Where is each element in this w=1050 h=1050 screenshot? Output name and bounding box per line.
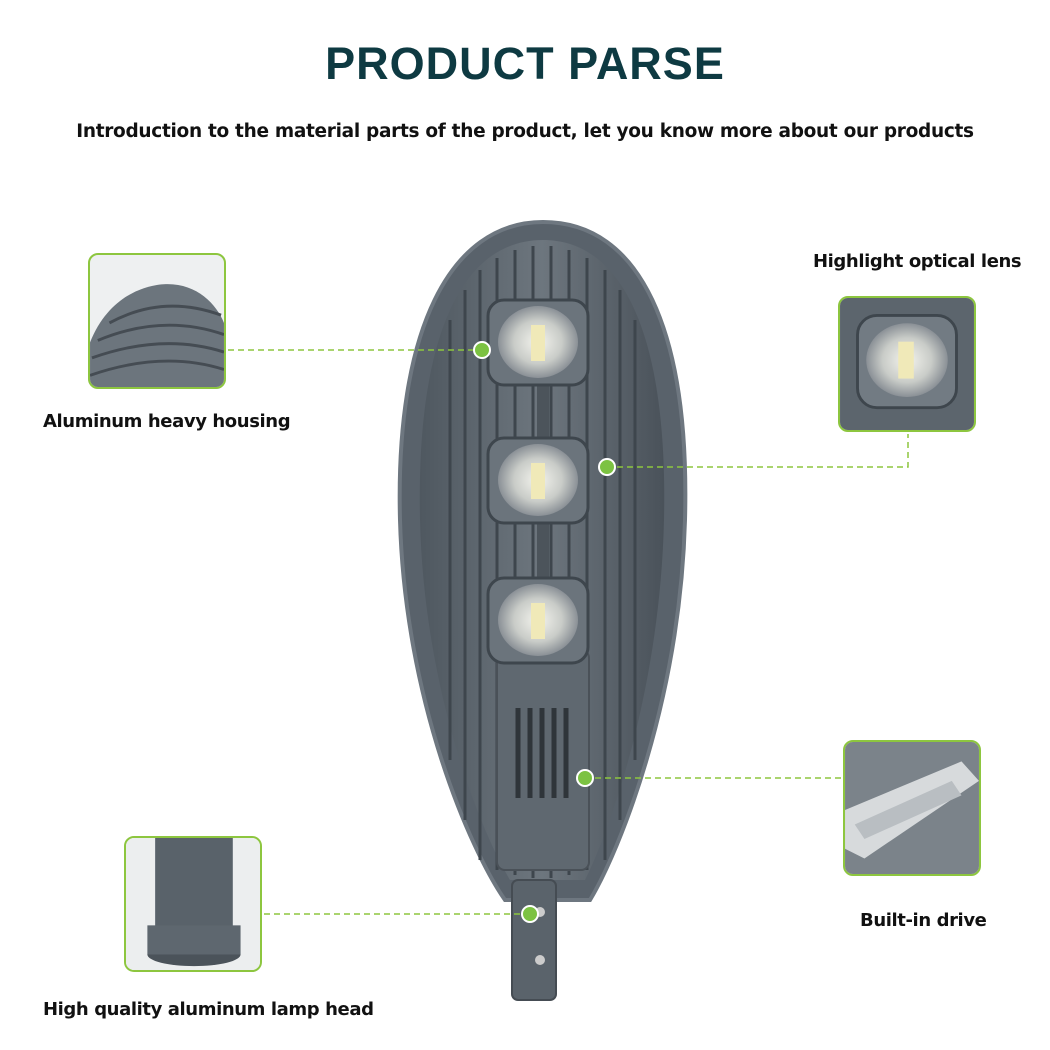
- led-module: [486, 576, 590, 665]
- hotspot-lens: [598, 458, 616, 476]
- callout-label-lens: Highlight optical lens: [813, 251, 1022, 272]
- drive-detail-image: [843, 740, 981, 876]
- callout-label-housing: Aluminum heavy housing: [43, 411, 291, 432]
- connector-lens: [607, 434, 909, 468]
- hotspot-housing: [473, 341, 491, 359]
- page-title: PRODUCT PARSE: [325, 38, 725, 89]
- callout-label-lamp-head: High quality aluminum lamp head: [43, 999, 374, 1020]
- led-module: [486, 436, 590, 525]
- hotspot-lamp-head: [521, 905, 539, 923]
- callout-label-drive: Built-in drive: [860, 910, 987, 931]
- lens-detail-image: [838, 296, 976, 432]
- lamp-head-mount: [511, 879, 557, 1001]
- hotspot-drive: [576, 769, 594, 787]
- lamp-head-detail-image: [124, 836, 262, 972]
- page-subtitle: Introduction to the material parts of th…: [76, 121, 974, 142]
- housing-detail-image: [88, 253, 226, 389]
- led-module: [486, 298, 590, 387]
